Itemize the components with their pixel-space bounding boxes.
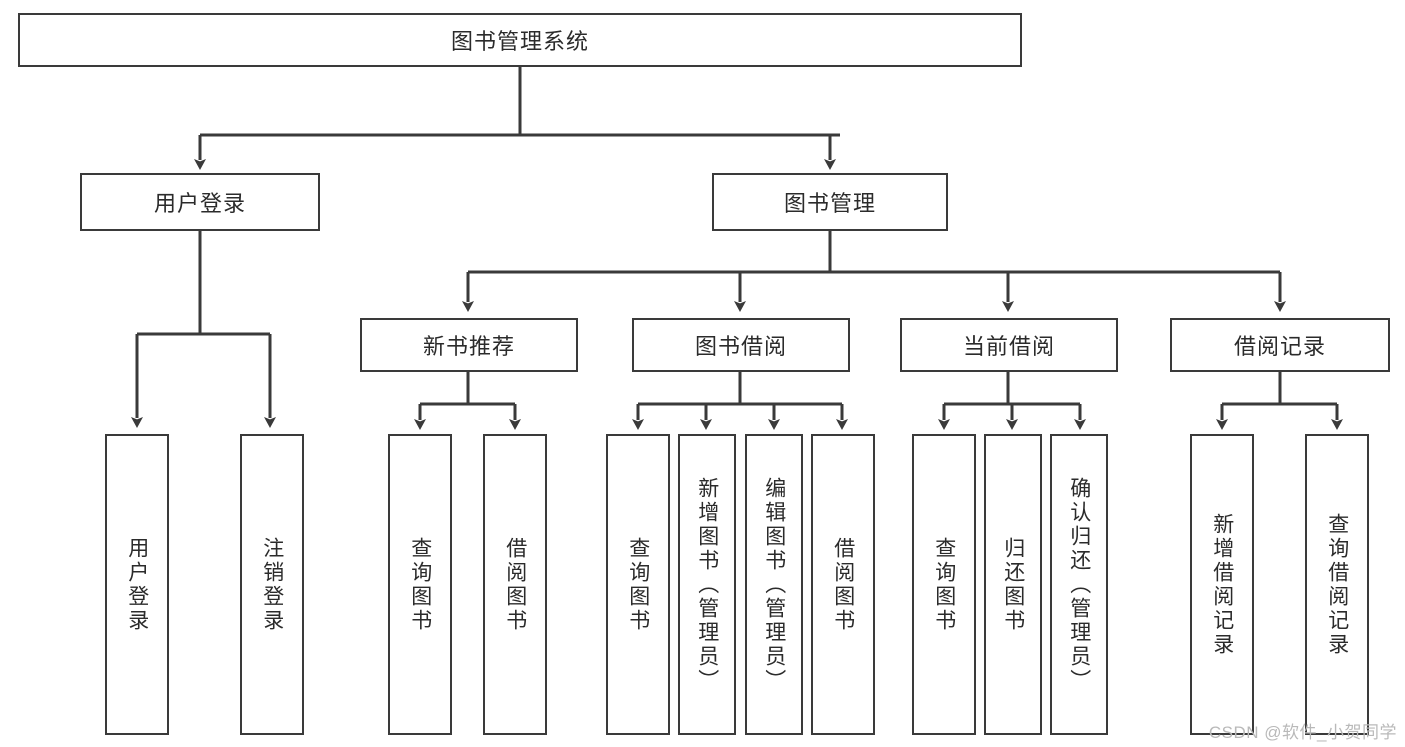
leaf-borrow-record-query-record[interactable]: 查询借阅记录 bbox=[1305, 434, 1369, 735]
node-label: 查询借阅记录 bbox=[1325, 512, 1349, 657]
node-current-borrow[interactable]: 当前借阅 bbox=[900, 318, 1118, 372]
leaf-current-borrow-confirm-return-admin[interactable]: 确认归还（管理员） bbox=[1050, 434, 1108, 735]
node-label: 图书管理 bbox=[783, 191, 876, 216]
node-label: 新书推荐 bbox=[422, 334, 515, 359]
leaf-book-borrow-query-book[interactable]: 查询图书 bbox=[606, 434, 670, 735]
node-root-book-management-system[interactable]: 图书管理系统 bbox=[18, 13, 1022, 67]
leaf-book-borrow-add-book-admin[interactable]: 新增图书（管理员） bbox=[678, 434, 736, 735]
leaf-user-login-logout[interactable]: 注销登录 bbox=[240, 434, 304, 735]
leaf-borrow-record-add-record[interactable]: 新增借阅记录 bbox=[1190, 434, 1254, 735]
leaf-current-borrow-return-book[interactable]: 归还图书 bbox=[984, 434, 1042, 735]
node-book-borrow[interactable]: 图书借阅 bbox=[632, 318, 850, 372]
leaf-current-borrow-query-book[interactable]: 查询图书 bbox=[912, 434, 976, 735]
node-label: 查询图书 bbox=[932, 536, 956, 633]
leaf-new-book-query-book[interactable]: 查询图书 bbox=[388, 434, 452, 735]
node-label: 借阅图书 bbox=[831, 536, 855, 633]
node-label: 用户登录 bbox=[153, 191, 246, 216]
leaf-book-borrow-edit-book-admin[interactable]: 编辑图书（管理员） bbox=[745, 434, 803, 735]
node-label: 图书借阅 bbox=[694, 334, 787, 359]
leaf-user-login-login[interactable]: 用户登录 bbox=[105, 434, 169, 735]
node-label: 编辑图书（管理员） bbox=[762, 476, 786, 693]
node-label: 借阅记录 bbox=[1233, 334, 1326, 359]
node-label: 归还图书 bbox=[1001, 536, 1025, 633]
node-label: 查询图书 bbox=[626, 536, 650, 633]
watermark-text: CSDN @软件_小贺同学 bbox=[1208, 723, 1397, 742]
node-new-book-recommend[interactable]: 新书推荐 bbox=[360, 318, 578, 372]
node-label: 确认归还（管理员） bbox=[1067, 476, 1091, 693]
node-label: 注销登录 bbox=[260, 536, 284, 633]
node-borrow-record[interactable]: 借阅记录 bbox=[1170, 318, 1390, 372]
node-label: 借阅图书 bbox=[503, 536, 527, 633]
leaf-book-borrow-borrow-book[interactable]: 借阅图书 bbox=[811, 434, 875, 735]
node-label: 图书管理系统 bbox=[450, 29, 589, 54]
node-book-management[interactable]: 图书管理 bbox=[712, 173, 948, 231]
node-user-login[interactable]: 用户登录 bbox=[80, 173, 320, 231]
node-label: 当前借阅 bbox=[962, 334, 1055, 359]
leaf-new-book-borrow-book[interactable]: 借阅图书 bbox=[483, 434, 547, 735]
node-label: 新增借阅记录 bbox=[1210, 512, 1234, 657]
node-label: 新增图书（管理员） bbox=[695, 476, 719, 693]
node-label: 用户登录 bbox=[125, 536, 149, 633]
node-label: 查询图书 bbox=[408, 536, 432, 633]
